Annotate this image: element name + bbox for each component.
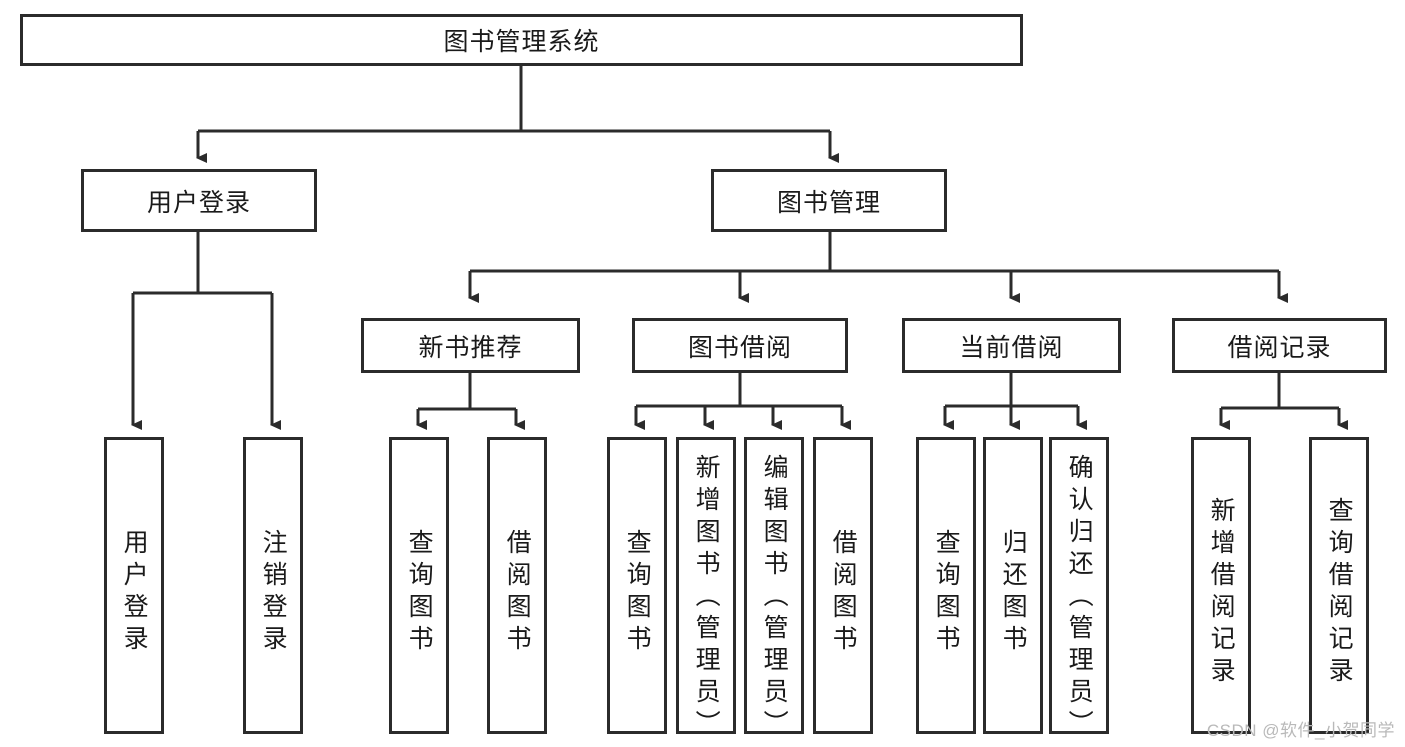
- leaf-edit-book-admin[interactable]: 编辑图书（管理员）: [744, 437, 804, 742]
- node-label: 查询借阅记录: [1325, 496, 1354, 689]
- leaf-add-book-admin[interactable]: 新增图书（管理员）: [676, 437, 736, 742]
- node-new-book-recommend[interactable]: 新书推荐: [361, 318, 580, 373]
- node-label: 新增图书（管理员）: [692, 454, 721, 742]
- node-label: 注销登录: [259, 528, 288, 657]
- node-current-borrow[interactable]: 当前借阅: [902, 318, 1121, 373]
- node-book-management[interactable]: 图书管理: [711, 169, 947, 232]
- leaf-return-book[interactable]: 归还图书: [983, 437, 1043, 734]
- node-user-login[interactable]: 用户登录: [81, 169, 317, 232]
- leaf-logout[interactable]: 注销登录: [243, 437, 303, 734]
- node-root-book-management-system[interactable]: 图书管理系统: [20, 14, 1023, 66]
- leaf-search-book-recommend[interactable]: 查询图书: [389, 437, 449, 734]
- node-borrow-record[interactable]: 借阅记录: [1172, 318, 1387, 373]
- node-label: 当前借阅: [959, 333, 1064, 362]
- node-label: 新书推荐: [418, 333, 523, 362]
- leaf-search-book-current[interactable]: 查询图书: [916, 437, 976, 734]
- leaf-borrow-book[interactable]: 借阅图书: [813, 437, 873, 734]
- node-label: 图书借阅: [687, 333, 792, 362]
- leaf-search-book-borrow[interactable]: 查询图书: [607, 437, 667, 734]
- node-label: 图书管理系统: [443, 28, 600, 56]
- leaf-search-borrow-record[interactable]: 查询借阅记录: [1309, 437, 1369, 734]
- node-label: 用户登录: [146, 188, 251, 217]
- leaf-confirm-return-admin[interactable]: 确认归还（管理员）: [1049, 437, 1109, 742]
- node-label: 查询图书: [623, 528, 652, 657]
- node-label: 借阅图书: [503, 528, 532, 657]
- node-label: 确认归还（管理员）: [1065, 454, 1094, 742]
- node-label: 借阅记录: [1227, 333, 1332, 362]
- node-label: 借阅图书: [829, 528, 858, 657]
- node-label: 图书管理: [776, 188, 881, 217]
- leaf-add-borrow-record[interactable]: 新增借阅记录: [1191, 437, 1251, 734]
- leaf-user-login[interactable]: 用户登录: [104, 437, 164, 734]
- node-book-borrow[interactable]: 图书借阅: [632, 318, 848, 373]
- node-label: 新增借阅记录: [1207, 496, 1236, 689]
- node-label: 编辑图书（管理员）: [760, 454, 789, 742]
- node-label: 查询图书: [932, 528, 961, 657]
- node-label: 用户登录: [120, 528, 149, 657]
- node-label: 归还图书: [999, 528, 1028, 657]
- node-label: 查询图书: [405, 528, 434, 657]
- leaf-borrow-book-recommend[interactable]: 借阅图书: [487, 437, 547, 734]
